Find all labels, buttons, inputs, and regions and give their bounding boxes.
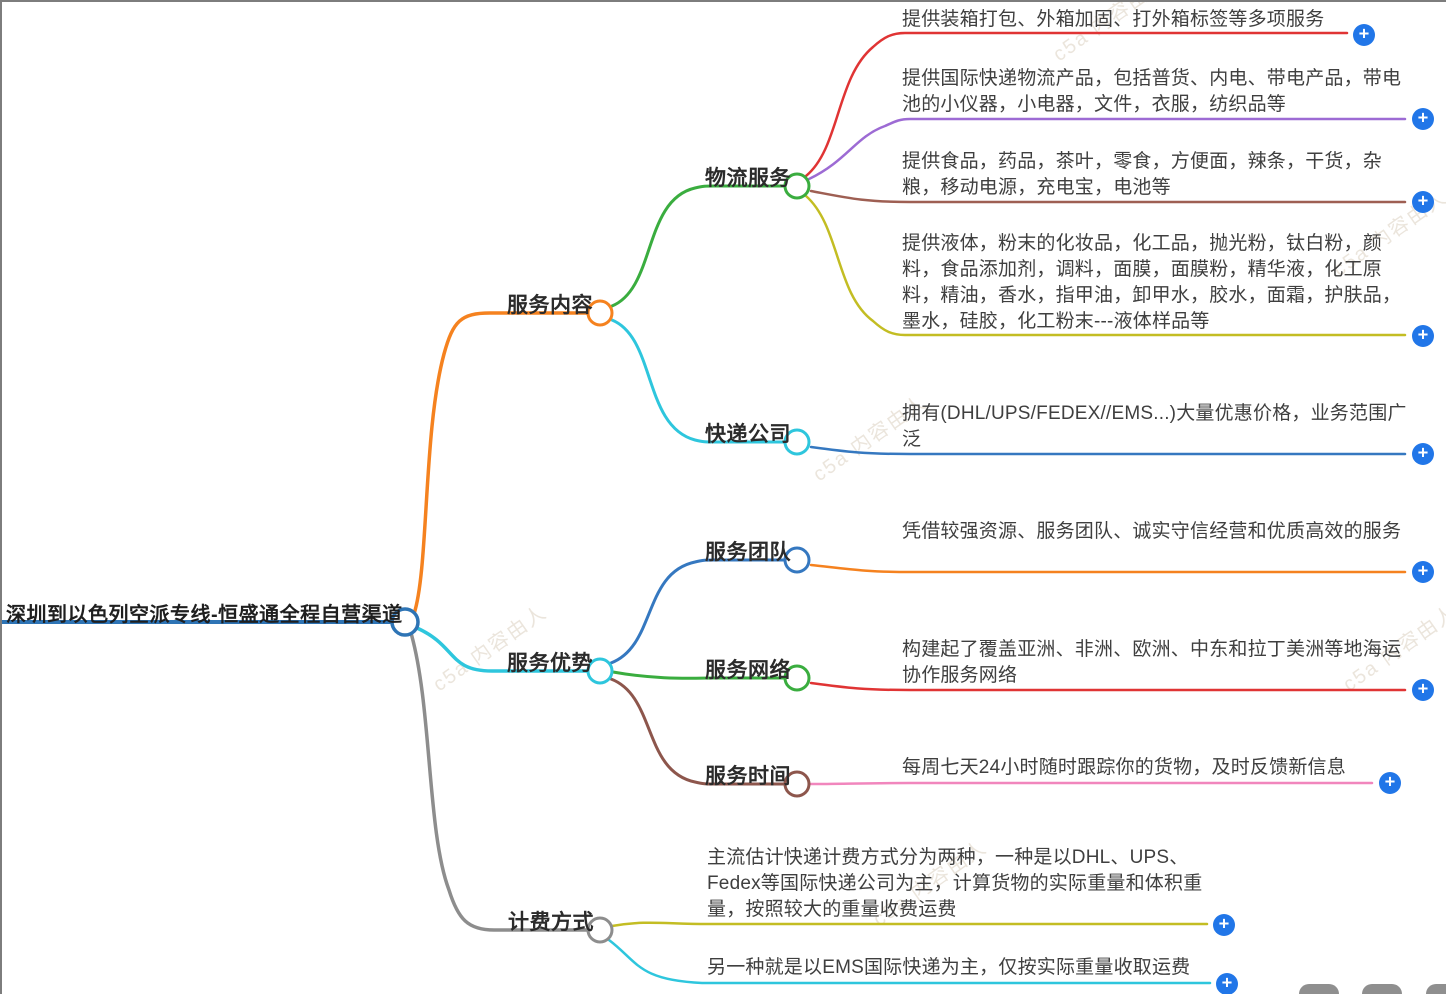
leaf-line-food (809, 189, 1407, 204)
node-handle-service-team[interactable] (783, 546, 811, 574)
node-handle-express-company[interactable] (783, 428, 811, 456)
branch-line-service-team (609, 558, 787, 665)
leaf-line-liquid (804, 194, 1407, 337)
root-topic[interactable]: 深圳到以色列空派专线-恒盛通全程自营渠道 (6, 604, 403, 626)
leaf-time[interactable]: 每周七天24小时随时跟踪你的货物，及时反馈新信息 (902, 757, 1346, 778)
branch-line-logistics-service (610, 184, 787, 308)
plus-icon: + (1417, 561, 1429, 581)
branch-line-billing-method (409, 631, 589, 932)
topic-service-time[interactable]: 服务时间 (705, 765, 791, 788)
leaf-liquid[interactable]: 提供液体，粉末的化妆品，化工品，抛光粉，钛白粉，颜料，食品添加剂，调料，面膜，面… (902, 233, 1402, 332)
topic-service-content[interactable]: 服务内容 (507, 294, 593, 317)
branch-line-service-content (412, 311, 589, 616)
add-node-button[interactable]: + (1379, 772, 1401, 794)
leaf-line-team (809, 563, 1407, 574)
node-handle-service-network[interactable] (783, 664, 811, 692)
root-node-handle[interactable] (390, 607, 420, 637)
add-node-button[interactable]: + (1412, 325, 1434, 347)
leaf-line-products (807, 117, 1407, 181)
leaf-team[interactable]: 凭借较强资源、服务团队、诚实守信经营和优质高效的服务 (902, 521, 1402, 542)
add-node-button[interactable]: + (1412, 679, 1434, 701)
plus-icon: + (1384, 772, 1396, 792)
plus-icon: + (1417, 325, 1429, 345)
leaf-network[interactable]: 构建起了覆盖亚洲、非洲、欧洲、中东和拉丁美洲等地海运协作服务网络 (902, 639, 1402, 686)
plus-icon: + (1417, 679, 1429, 699)
topic-service-team[interactable]: 服务团队 (705, 541, 791, 564)
leaf-line-packing (804, 31, 1349, 178)
leaf-products[interactable]: 提供国际快递物流产品，包括普货、内电、带电产品，带电池的小仪器，小电器，文件，衣… (902, 68, 1402, 115)
topic-service-advantage[interactable]: 服务优势 (507, 652, 593, 675)
bottom-toolbar-button-1[interactable] (1299, 984, 1339, 994)
leaf-line-billing-main (610, 921, 1209, 928)
leaf-billing-main[interactable]: 主流估计快递计费方式分为两种，一种是以DHL、UPS、Fedex等国际快递公司为… (707, 847, 1203, 920)
add-node-button[interactable]: + (1412, 561, 1434, 583)
plus-icon: + (1417, 108, 1429, 128)
add-node-button[interactable]: + (1353, 24, 1375, 46)
node-handle-service-time[interactable] (783, 770, 811, 798)
add-node-button[interactable]: + (1412, 191, 1434, 213)
branch-line-express-company (610, 318, 787, 444)
leaf-packing[interactable]: 提供装箱打包、外箱加固、打外箱标签等多项服务 (902, 9, 1325, 30)
topic-logistics-service[interactable]: 物流服务 (705, 167, 791, 190)
leaf-billing-ems[interactable]: 另一种就是以EMS国际快递为主，仅按实际重量收取运费 (707, 957, 1191, 978)
topic-service-network[interactable]: 服务网络 (705, 659, 791, 682)
add-node-button[interactable]: + (1213, 914, 1235, 936)
node-handle-service-advantage[interactable] (586, 657, 614, 685)
node-handle-service-content[interactable] (586, 299, 614, 327)
leaf-line-network (809, 681, 1407, 692)
branch-line-service-time (609, 677, 787, 786)
leaf-line-time (808, 781, 1374, 786)
bottom-toolbar-button-3[interactable] (1426, 984, 1446, 994)
leaf-line-dhl (809, 445, 1407, 456)
add-node-button[interactable]: + (1216, 973, 1238, 994)
leaf-dhl[interactable]: 拥有(DHL/UPS/FEDEX//EMS...)大量优惠价格，业务范围广泛 (902, 403, 1407, 450)
plus-icon: + (1221, 973, 1233, 993)
leaf-food[interactable]: 提供食品，药品，茶叶，零食，方便面，辣条，干货，杂粮，移动电源，充电宝，电池等 (902, 151, 1383, 198)
plus-icon: + (1218, 914, 1230, 934)
plus-icon: + (1417, 443, 1429, 463)
node-handle-billing-method[interactable] (586, 916, 614, 944)
branch-line-service-network (611, 670, 787, 680)
add-node-button[interactable]: + (1412, 108, 1434, 130)
topic-express-company[interactable]: 快递公司 (705, 423, 791, 446)
plus-icon: + (1358, 24, 1370, 44)
node-handle-logistics-service[interactable] (783, 172, 811, 200)
plus-icon: + (1417, 191, 1429, 211)
bottom-toolbar-button-2[interactable] (1362, 984, 1402, 994)
add-node-button[interactable]: + (1412, 443, 1434, 465)
topic-billing-method[interactable]: 计费方式 (508, 911, 594, 934)
branch-line-service-advantage (415, 626, 589, 673)
leaf-line-billing-ems (607, 938, 1212, 985)
